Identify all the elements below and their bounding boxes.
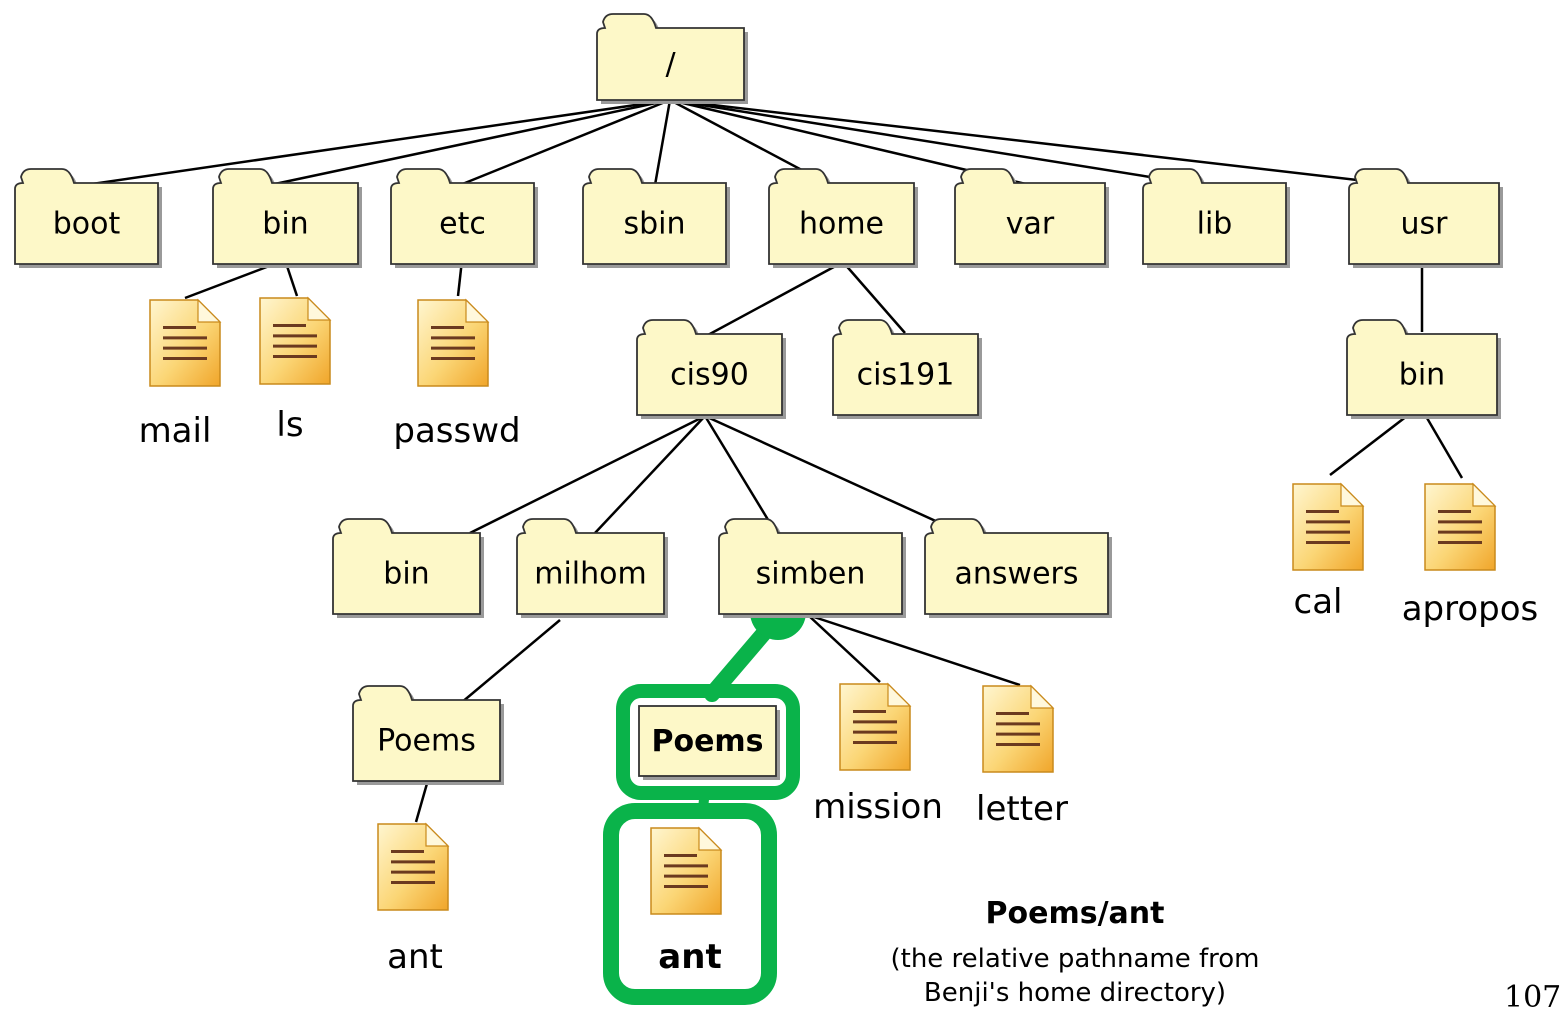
folder-label: simben <box>756 557 866 592</box>
folder-usr-bin: bin <box>1346 319 1501 419</box>
folder-home: home <box>768 168 918 268</box>
document-icon <box>1424 482 1497 571</box>
folder-label: cis191 <box>857 358 955 393</box>
caption-title: Poems/ant <box>985 896 1165 931</box>
file-label: passwd <box>393 411 520 451</box>
folder-simben: simben <box>718 518 906 618</box>
file-label: mail <box>139 411 212 451</box>
slide-number: 107 <box>1504 980 1561 1015</box>
folder-lib: lib <box>1142 168 1290 268</box>
file-label: apropos <box>1402 589 1539 629</box>
folder-cis191: cis191 <box>832 319 982 419</box>
document-icon <box>839 682 912 771</box>
folder-milhom: milhom <box>516 518 668 618</box>
folder-cis90-bin: bin <box>332 518 484 618</box>
document-icon <box>259 296 332 385</box>
folder-label: cis90 <box>670 358 749 393</box>
document-icon <box>650 826 723 915</box>
file-label: cal <box>1294 582 1343 622</box>
file-label: ant <box>658 937 721 977</box>
document-icon <box>982 684 1055 773</box>
file-label: ls <box>276 405 303 445</box>
folder-simben-poems: Poems <box>638 705 780 780</box>
folder-bin: bin <box>212 168 362 268</box>
file-mission: mission <box>813 682 943 827</box>
document-icon <box>417 298 490 387</box>
folder-boot: boot <box>14 168 162 268</box>
folder-label: lib <box>1197 207 1233 242</box>
folder-milhom-poems: Poems <box>352 685 504 785</box>
folder-label: bin <box>383 557 429 592</box>
folder-answers: answers <box>924 518 1112 618</box>
folder-label: Poems <box>377 724 476 759</box>
file-label: mission <box>813 787 943 827</box>
folder-label: sbin <box>623 207 685 242</box>
file-cal: cal <box>1292 482 1365 622</box>
folder-label: answers <box>955 557 1079 592</box>
file-label: letter <box>976 789 1068 829</box>
file-label: ant <box>387 937 443 977</box>
folder-etc: etc <box>390 168 538 268</box>
folder-label: var <box>1006 207 1055 242</box>
folder-label: milhom <box>534 557 647 592</box>
document-icon <box>377 822 450 911</box>
folder-label: bin <box>262 207 308 242</box>
folder-usr: usr <box>1348 168 1503 268</box>
folder-label: usr <box>1401 207 1449 242</box>
folder-label: Poems <box>651 724 763 759</box>
caption-line-1: (the relative pathname from <box>890 944 1260 974</box>
folder-var: var <box>954 168 1109 268</box>
file-mail: mail <box>139 298 222 451</box>
file-ls: ls <box>259 296 332 445</box>
folder-label: etc <box>439 207 486 242</box>
document-icon <box>149 298 222 387</box>
folder-label: boot <box>53 207 121 242</box>
file-apropos: apropos <box>1402 482 1539 629</box>
file-milhom-ant: ant <box>377 822 450 977</box>
file-simben-ant: ant <box>650 826 723 977</box>
folder-sbin: sbin <box>582 168 730 268</box>
folder-label: home <box>799 207 884 242</box>
folder-label: / <box>665 47 676 82</box>
document-icon <box>1292 482 1365 571</box>
caption-line-2: Benji's home directory) <box>923 978 1227 1008</box>
file-letter: letter <box>976 684 1068 829</box>
folder-label: bin <box>1399 358 1445 393</box>
tree-connectors <box>84 98 1464 823</box>
folder-root: / <box>596 13 748 104</box>
file-passwd: passwd <box>393 298 521 451</box>
highlight-path <box>603 584 806 1005</box>
folder-cis90: cis90 <box>636 319 786 419</box>
